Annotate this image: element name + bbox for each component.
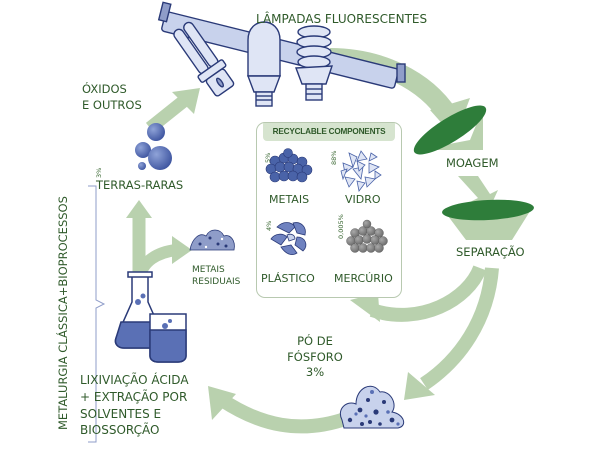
arrow-phosphor-to-leaching	[208, 386, 351, 434]
panel-header: RECYCLABLE COMPONENTS	[263, 123, 395, 141]
arrow-separation-to-components	[350, 265, 487, 322]
label-phosphor-line1: PÓ DE	[297, 334, 333, 348]
arrow-separation-to-phosphor	[404, 267, 499, 400]
mercury-percent: 0,005%	[337, 214, 345, 239]
plastic-percent: 4%	[265, 220, 273, 231]
label-residual-metals-line2: RESIDUAIS	[192, 277, 241, 288]
rare-earths-icon	[135, 123, 172, 170]
label-leaching-line3: SOLVENTES E	[80, 406, 162, 421]
label-residual-metals-line1: METAIS	[192, 265, 225, 275]
recyclable-components-panel: RECYCLABLE COMPONENTS	[256, 122, 402, 298]
mercury-beads-icon	[346, 219, 388, 253]
label-phosphor-line2: FÓSFORO	[287, 349, 343, 364]
lab-beaker-icon	[149, 313, 187, 363]
metal-pellets-icon	[265, 148, 313, 183]
separation-funnel-icon	[442, 199, 534, 240]
label-separation: SEPARAÇÃO	[456, 245, 525, 259]
label-oxides-line2: E OUTROS	[82, 97, 142, 112]
label-leaching-line2: + EXTRAÇÃO POR	[80, 389, 188, 404]
metals-percent: 5%	[264, 152, 272, 163]
label-oxides: ÓXIDOS E OUTROS	[82, 82, 142, 113]
label-rare-earths: TERRAS-RARAS	[96, 178, 184, 192]
title-fluorescent-lamps: LÂMPADAS FLUORESCENTES	[256, 12, 428, 26]
side-bracket-label: METALURGIA CLÁSSICA+BIOPROCESSOS	[56, 196, 70, 430]
plastic-flakes-icon	[270, 222, 307, 255]
fluorescent-lamps-icon	[157, 1, 406, 107]
label-leaching-line4: BIOSSORÇÃO	[80, 423, 160, 438]
phosphor-powder-icon	[340, 385, 405, 429]
glass-percent: 88%	[330, 150, 338, 165]
residual-metals-icon	[189, 229, 235, 251]
label-leaching-line1: LIXIVIAÇÃO ÁCIDA	[80, 373, 189, 387]
component-name-glass: VIDRO	[345, 193, 381, 206]
process-bracket	[88, 185, 106, 443]
label-grinding: MOAGEM	[446, 156, 499, 170]
grinding-funnel-icon	[413, 105, 487, 155]
component-name-metals: METAIS	[269, 193, 310, 206]
arrow-rare-earths-to-lamps	[145, 88, 200, 134]
component-name-mercury: MERCÚRIO	[334, 272, 393, 285]
rare-earths-percent: 3%	[95, 167, 103, 178]
label-residual-metals: METAIS RESIDUAIS	[192, 264, 240, 288]
component-name-plastic: PLÁSTICO	[261, 272, 315, 285]
glass-shards-icon	[340, 150, 382, 192]
label-phosphor-powder: PÓ DE FÓSFORO 3%	[280, 334, 350, 381]
label-oxides-line1: ÓXIDOS	[82, 82, 127, 96]
label-phosphor-line3: 3%	[305, 365, 325, 380]
label-leaching: LIXIVIAÇÃO ÁCIDA + EXTRAÇÃO POR SOLVENTE…	[80, 372, 189, 439]
